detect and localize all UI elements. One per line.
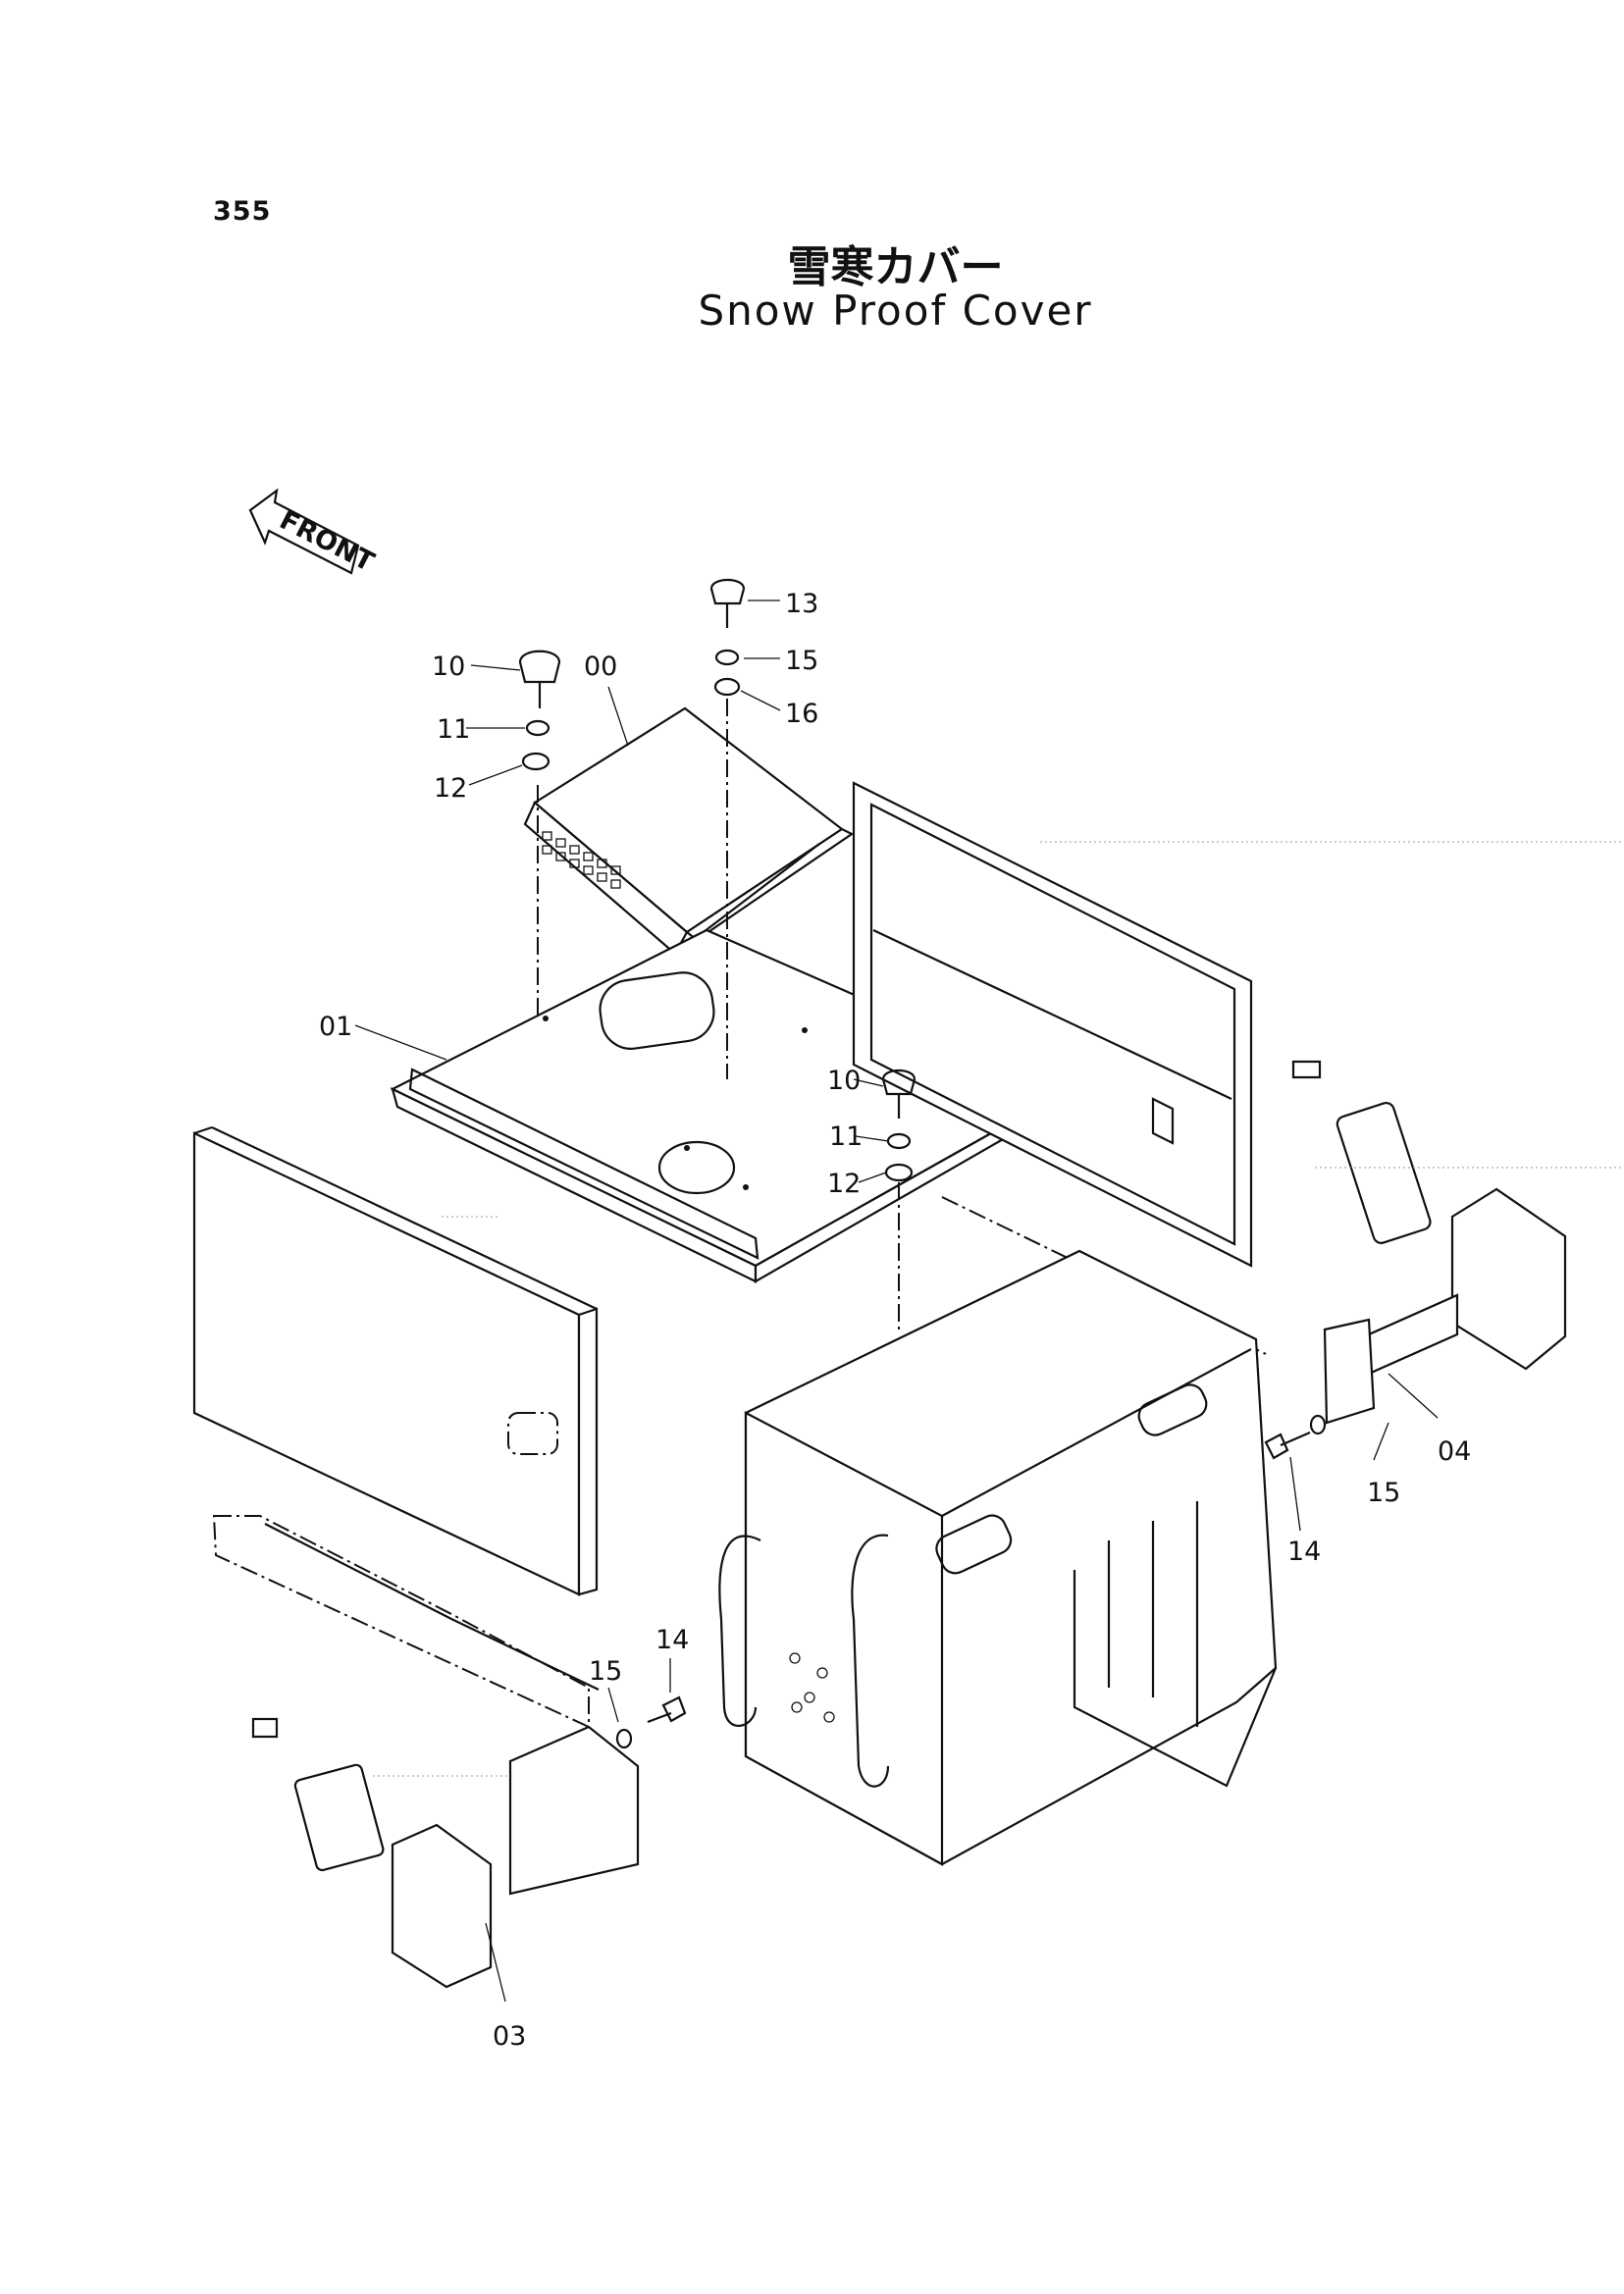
callout-12-lower: 12	[827, 1169, 861, 1199]
part-04-right-duct	[1291, 1060, 1567, 1425]
callout-numbers: 10 00 11 12 13 15 16 01 10 11 12 04 15 1…	[319, 589, 1471, 2052]
cab-body	[718, 1249, 1278, 1866]
leader-lines	[354, 600, 1439, 2003]
hardware	[518, 578, 1327, 1749]
callout-14-left: 14	[655, 1625, 689, 1655]
callout-13: 13	[785, 589, 818, 619]
callout-03: 03	[493, 2021, 526, 2052]
callout-10-upper: 10	[432, 652, 465, 682]
page-number: 355	[213, 196, 272, 227]
callout-15-right: 15	[1367, 1478, 1400, 1508]
center-lines	[373, 699, 1624, 1777]
callout-10-lower: 10	[827, 1066, 861, 1096]
callout-00: 00	[584, 652, 617, 682]
callout-04: 04	[1438, 1436, 1471, 1467]
title-japanese: 雪寒カバー	[0, 232, 1624, 294]
part-01-floor-plate	[390, 928, 1073, 1283]
callout-14-right: 14	[1287, 1537, 1321, 1567]
callout-12-upper: 12	[434, 773, 467, 804]
title-english-text: Snow Proof Cover	[698, 287, 1093, 335]
lower-left-strip	[212, 1515, 600, 1729]
callout-01: 01	[319, 1012, 352, 1042]
callout-11-upper: 11	[437, 714, 470, 745]
title-japanese-text: 雪寒カバー	[787, 242, 1004, 292]
callout-15-left: 15	[589, 1656, 622, 1687]
callout-16: 16	[785, 699, 818, 729]
part-03-left-duct	[251, 1717, 640, 1989]
rear-frame	[852, 781, 1267, 1355]
title-english: Snow Proof Cover	[0, 287, 1624, 335]
left-side-panel	[192, 1125, 599, 1596]
part-00-cover-box	[523, 706, 855, 956]
callout-11-lower: 11	[829, 1121, 863, 1152]
callout-15-top: 15	[785, 646, 818, 676]
front-arrow-icon: FRONT	[248, 488, 379, 578]
